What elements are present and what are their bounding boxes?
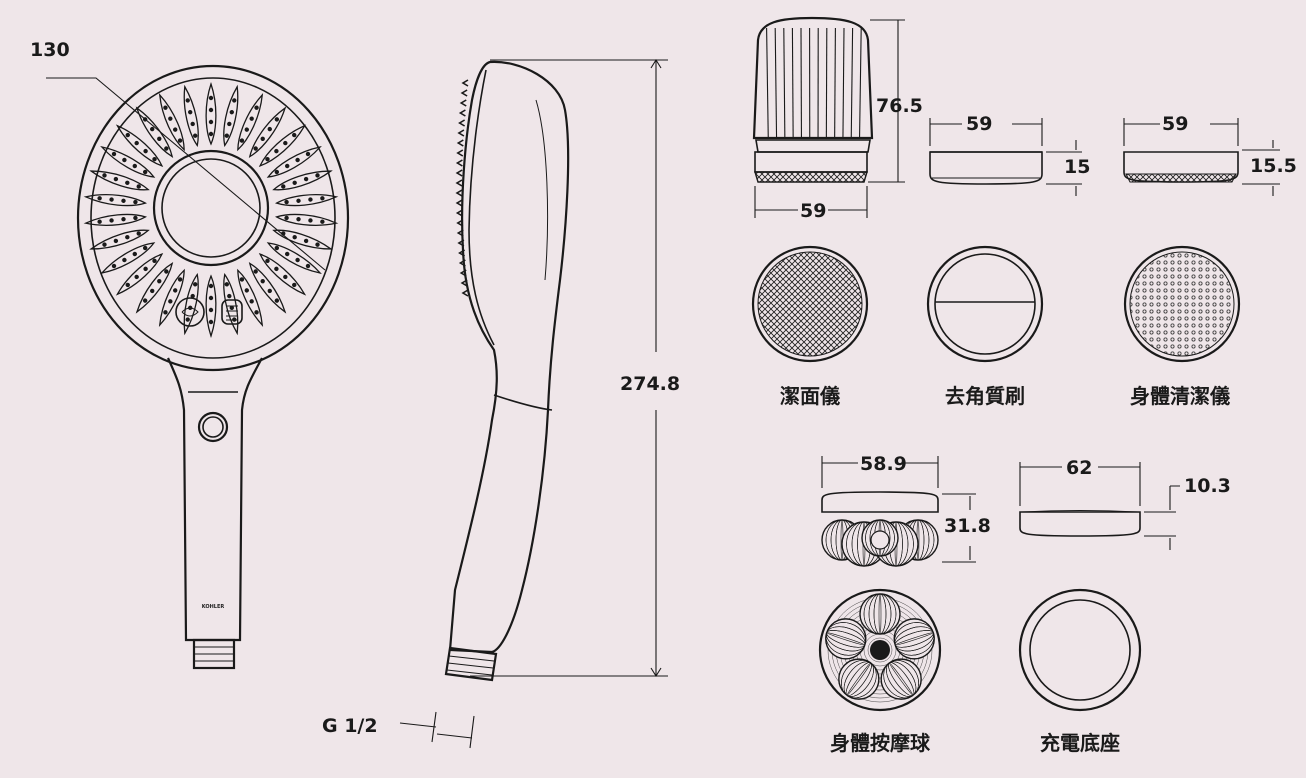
body-cleanser-attachment: 59 15.5 身體清潔儀 xyxy=(1123,113,1297,408)
brush-pad xyxy=(926,245,1044,363)
head-inner-rim xyxy=(90,77,336,359)
massage-balls xyxy=(821,519,939,567)
mode-button-icon xyxy=(175,297,205,327)
massage-ball-height-label: 31.8 xyxy=(944,515,991,537)
massage-ball-width-label: 58.9 xyxy=(860,453,907,475)
charging-base-attachment: 62 10.3 充電底座 xyxy=(1018,457,1231,755)
cleanser-height-label: 76.5 xyxy=(876,95,923,117)
brush-height-label: 15 xyxy=(1064,156,1090,178)
body-cleanser-height-label: 15.5 xyxy=(1250,155,1297,177)
height-dimension-label: 274.8 xyxy=(620,373,680,395)
center-display-ring xyxy=(152,149,270,267)
charging-base-ring-outer xyxy=(1018,588,1142,712)
massage-button-icon xyxy=(221,299,243,325)
body-cleanser-label: 身體清潔儀 xyxy=(1130,384,1230,408)
facial-cleanser-label: 潔面儀 xyxy=(780,384,840,408)
body-massage-ball-label: 身體按摩球 xyxy=(830,731,931,755)
shower-head-side-view: G 1/2 274.8 xyxy=(322,58,680,749)
cleanser-width-label: 59 xyxy=(800,200,826,222)
charging-base-height-label: 10.3 xyxy=(1184,475,1231,497)
charging-base-label: 充電底座 xyxy=(1040,731,1120,755)
exfoliating-brush-label: 去角質刷 xyxy=(945,384,1025,408)
brand-mark: KOHLER xyxy=(202,604,225,610)
facial-cleanser-attachment: 76.5 59 潔面儀 xyxy=(751,16,923,408)
charging-base-width-label: 62 xyxy=(1066,457,1092,479)
massage-ball-top-view xyxy=(818,588,942,712)
brush-width-label: 59 xyxy=(966,113,992,135)
massage-balls-top xyxy=(825,593,935,703)
handle-button-icon xyxy=(197,411,229,443)
side-profile-outline xyxy=(448,60,570,654)
width-dimension-label: 130 xyxy=(30,39,70,61)
exfoliating-brush-attachment: 59 15 去角質刷 xyxy=(926,113,1090,408)
shower-head-front-view: KOHLER 130 xyxy=(30,39,350,670)
body-cleanser-pad xyxy=(1123,245,1241,363)
head-outer-rim xyxy=(76,64,350,372)
body-cleanser-width-label: 59 xyxy=(1162,113,1188,135)
side-connector xyxy=(444,646,498,682)
charging-base-ring-inner xyxy=(1029,599,1131,701)
spray-nozzle-petals xyxy=(83,81,339,339)
side-nozzles xyxy=(455,79,469,297)
center-display xyxy=(161,158,261,258)
body-massage-ball-attachment: 58.9 31.8 身體按摩球 xyxy=(818,453,991,755)
cap-flutes xyxy=(766,27,862,139)
cleanser-face-pad xyxy=(751,245,869,363)
thread-size-label: G 1/2 xyxy=(322,715,378,737)
mode-glyph xyxy=(181,307,199,317)
